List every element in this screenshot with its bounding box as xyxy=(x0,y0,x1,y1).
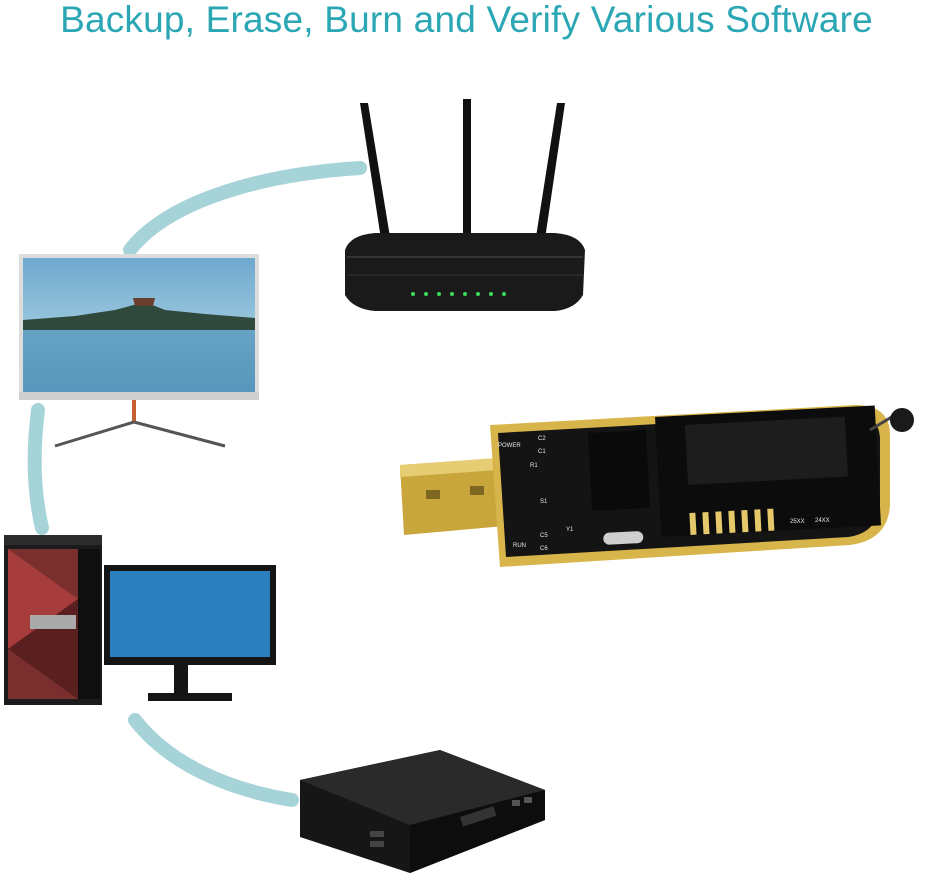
part-label-c2: C2 xyxy=(538,436,546,442)
part-label-c6: C6 xyxy=(540,546,548,552)
part-label-y1: Y1 xyxy=(566,527,574,533)
desktop-computer-image xyxy=(4,535,276,705)
chip-series-label-24: 24XX xyxy=(815,518,830,524)
part-label-c5: C5 xyxy=(540,533,548,539)
monitor-image xyxy=(19,254,259,448)
router-body xyxy=(345,233,585,311)
router-image xyxy=(345,99,585,311)
usb-programmer-image: POWER RUN 25XX 24XX C2 C1 R1 S1 Y1 C5 C6 xyxy=(400,405,914,567)
set-top-box-image xyxy=(300,750,545,873)
chip-series-label-25: 25XX xyxy=(790,519,805,525)
pc-tower xyxy=(4,535,102,705)
status-lights xyxy=(411,292,506,296)
page-title: Backup, Erase, Burn and Verify Various S… xyxy=(60,0,873,40)
power-label: POWER xyxy=(498,443,521,449)
pc-monitor xyxy=(104,565,276,701)
part-label-c1: C1 xyxy=(538,449,546,455)
part-label-r1: R1 xyxy=(530,463,538,469)
pcb-board xyxy=(490,405,914,567)
part-label-s1: S1 xyxy=(540,499,548,505)
run-label: RUN xyxy=(513,543,526,549)
board-labels: POWER RUN 25XX 24XX C2 C1 R1 S1 Y1 C5 C6 xyxy=(498,436,830,552)
usb-connector xyxy=(400,457,516,535)
router-antenna xyxy=(360,99,565,239)
